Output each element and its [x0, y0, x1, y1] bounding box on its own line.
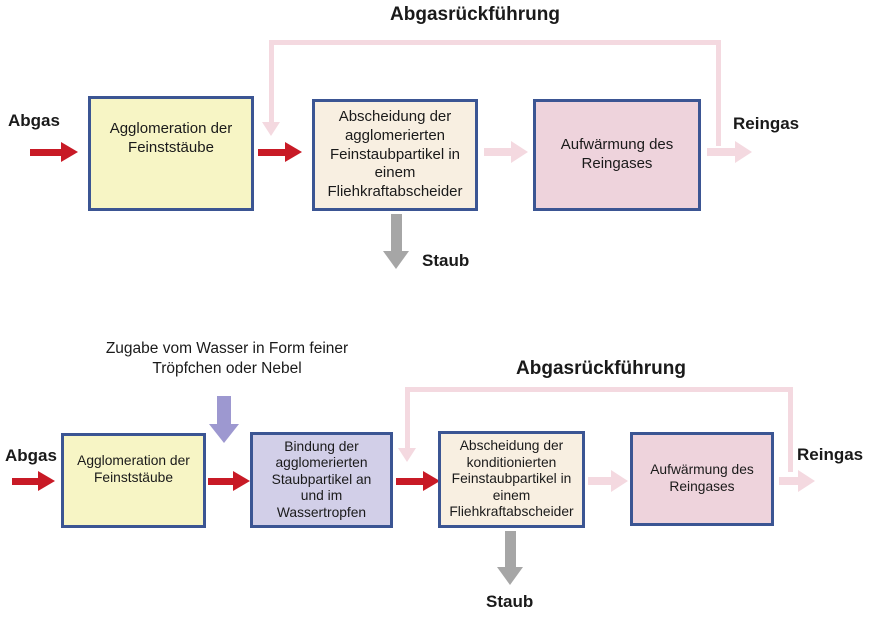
dust-label: Staub: [422, 251, 470, 270]
recirculation-title: Abgasrückführung: [390, 4, 560, 25]
recirculation-line-horizontal: [405, 387, 793, 392]
arrow-shaft: [12, 477, 38, 485]
arrow-head: [383, 251, 409, 269]
recirculation-line-right: [788, 387, 793, 472]
arrow-head: [38, 471, 55, 491]
water-down-arrow: [209, 396, 239, 443]
arrow-head: [398, 448, 416, 462]
process-box-water-binding: Bindung der agglomerierten Staubpartikel…: [250, 432, 393, 528]
process-box-separation: Abscheidung der konditionierten Feinstau…: [438, 431, 585, 528]
arrow-shaft: [484, 148, 511, 156]
dust-down-arrow: [383, 214, 409, 269]
flow-arrow-to-separator: [258, 142, 302, 162]
arrow-shaft: [779, 477, 798, 485]
dust-label: Staub: [486, 592, 534, 611]
process-box-reheating: Aufwärmung des Reingases: [630, 432, 774, 526]
flow-arrow-to-reheater: [588, 470, 628, 492]
recirculation-down-arrow: [398, 387, 416, 462]
arrow-head: [61, 142, 78, 162]
process-box-label: Aufwärmung des Reingases: [560, 136, 674, 172]
process-box-separation: Abscheidung der agglomerierten Feinstaub…: [312, 99, 478, 211]
recirculation-down-arrow: [262, 40, 280, 136]
output-gas-label: Reingas: [797, 445, 864, 464]
recirculation-line-right: [716, 40, 721, 146]
output-gas-label: Reingas: [733, 114, 800, 133]
arrow-shaft: [258, 148, 285, 156]
process-box-agglomeration: Agglomeration der Feinststäube: [88, 96, 254, 211]
arrow-head: [285, 142, 302, 162]
arrow-head: [798, 470, 815, 492]
water-addition-note: Zugabe vom Wasser in Form feiner Tröpfch…: [105, 340, 349, 378]
arrow-shaft: [396, 477, 423, 485]
arrow-head: [262, 122, 280, 136]
arrow-shaft: [404, 387, 410, 448]
arrow-head: [497, 567, 523, 585]
arrow-head: [423, 471, 440, 491]
arrow-shaft: [588, 477, 611, 485]
process-box-label: Abscheidung der agglomerierten Feinstaub…: [327, 108, 463, 201]
arrow-shaft: [217, 396, 231, 424]
process-box-label: Bindung der agglomerierten Staubpartikel…: [271, 438, 372, 520]
arrow-shaft: [390, 214, 402, 251]
process-box-label: Agglomeration der Feinststäube: [109, 119, 233, 156]
process-box-label: Agglomeration der Feinststäube: [77, 452, 190, 485]
flow-arrow-reingas: [707, 141, 752, 163]
flow-arrow-abgas: [30, 142, 78, 162]
arrow-head: [735, 141, 752, 163]
dust-down-arrow: [497, 531, 523, 585]
arrow-shaft: [30, 148, 61, 156]
arrow-head: [209, 424, 239, 443]
flow-arrow-abgas: [12, 471, 55, 491]
process-box-agglomeration: Agglomeration der Feinststäube: [61, 433, 206, 528]
flow-arrow-reingas: [779, 470, 815, 492]
flow-arrow-to-separator: [396, 471, 440, 491]
arrow-head: [233, 471, 250, 491]
arrow-head: [511, 141, 528, 163]
arrow-shaft: [504, 531, 516, 567]
recirculation-line-horizontal: [269, 40, 721, 45]
arrow-shaft: [208, 477, 233, 485]
arrow-shaft: [268, 40, 274, 122]
arrow-head: [611, 470, 628, 492]
recirculation-title: Abgasrückführung: [516, 358, 686, 379]
process-box-label: Aufwärmung des Reingases: [650, 462, 754, 494]
flow-arrow-to-reheater: [484, 141, 528, 163]
arrow-shaft: [707, 148, 735, 156]
process-box-label: Abscheidung der konditionierten Feinstau…: [449, 438, 574, 520]
flow-arrow-to-binding: [208, 471, 250, 491]
input-gas-label: Abgas: [8, 111, 60, 130]
process-box-reheating: Aufwärmung des Reingases: [533, 99, 701, 211]
input-gas-label: Abgas: [5, 446, 57, 465]
